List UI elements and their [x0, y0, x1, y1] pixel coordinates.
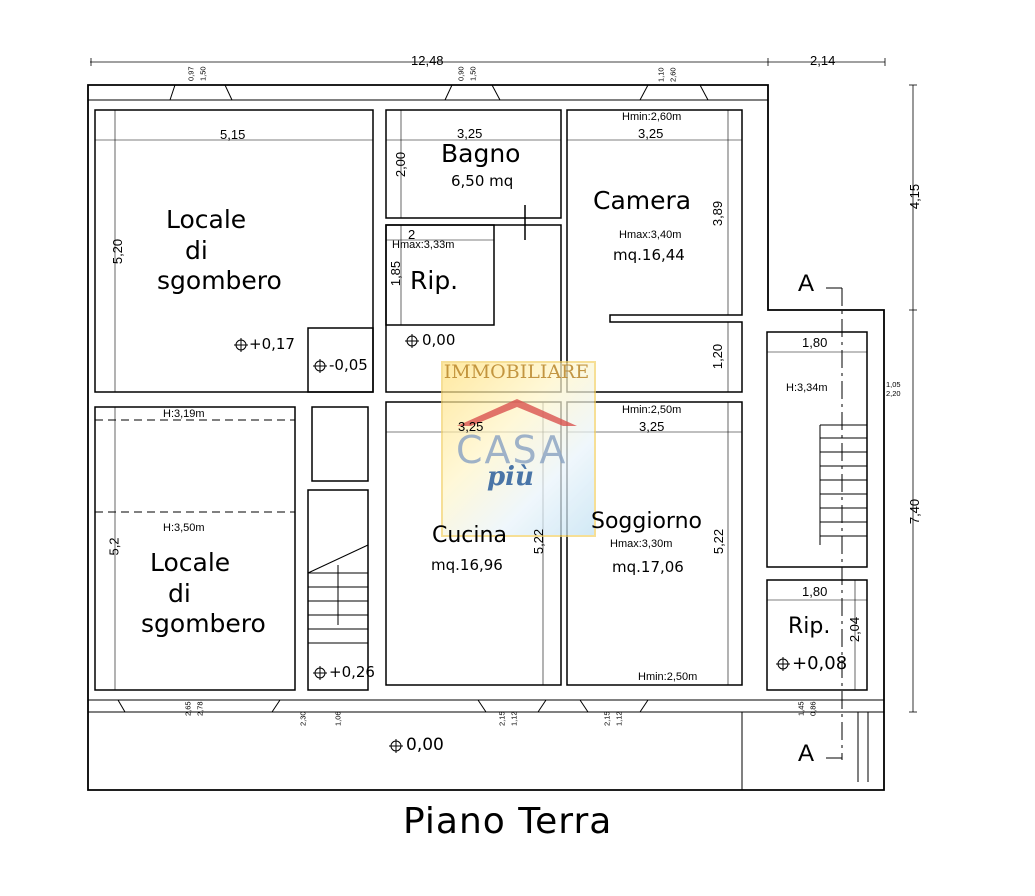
bagno-label: Bagno [441, 139, 521, 168]
section-marker-bottom: A [798, 740, 815, 767]
camera-hmin: Hmin:2,60m [622, 111, 682, 123]
watermark-immobiliare: IMMOBILIARE [443, 361, 590, 383]
window7-b: 2,15 [602, 711, 612, 727]
window2-a: 0,90 [456, 66, 466, 82]
window5-a: 1,06 [333, 711, 343, 727]
dim-right-top: 4,15 [907, 183, 923, 210]
camera-label: Camera [593, 186, 692, 215]
locale2-line2: di [168, 579, 191, 608]
section-marker-top: A [798, 270, 815, 297]
level-stair: +0,26 [329, 663, 375, 681]
locale1-line3: sgombero [157, 266, 282, 295]
rip1-hmax: Hmax:3,33m [392, 239, 455, 251]
window7-a: 1,12 [614, 711, 624, 727]
dim-cucina-width: 3,25 [458, 419, 484, 434]
window1-b: 1,50 [198, 66, 208, 82]
level-rip2: +0,08 [792, 653, 848, 674]
soggiorno-hmin-bottom: Hmin:2,50m [638, 671, 698, 683]
dim-soggiorno-width: 3,25 [639, 419, 665, 434]
dim-rip2-width: 1,80 [802, 584, 828, 599]
window1-a: 0,97 [186, 66, 196, 82]
dim-bagno-width: 3,25 [457, 126, 483, 141]
roof-icon [457, 399, 577, 426]
soggiorno-hmax: Hmax:3,30m [610, 538, 673, 550]
window5-b: 2,30 [298, 711, 308, 727]
dim-stair-width: 1,80 [802, 335, 828, 350]
dim-rip2-height: 2,04 [847, 616, 863, 643]
camera-hmax: Hmax:3,40m [619, 229, 682, 241]
soggiorno-hmin-top: Hmin:2,50m [622, 404, 682, 416]
cucina-area: mq.16,96 [431, 556, 503, 574]
window8-b: 1,45 [796, 701, 806, 717]
dim-rip1-height: 1,85 [388, 260, 404, 287]
level-closet: -0,05 [329, 356, 368, 374]
window6-b: 2,15 [497, 711, 507, 727]
level-corridor: 0,00 [422, 331, 456, 349]
dim-locale2-height: 5,2 [106, 537, 122, 556]
locale1-line2: di [185, 236, 208, 265]
soggiorno-label: Soggiorno [591, 509, 702, 534]
dim-bagno-height: 2,00 [393, 151, 409, 178]
dim-ext-width: 2,14 [810, 53, 836, 68]
dim-locale1-height: 5,20 [110, 238, 126, 265]
dim-total-width: 12,48 [411, 53, 444, 68]
dim-soggiorno-height: 5,22 [711, 528, 727, 555]
dim-cucina-height: 5,22 [531, 528, 547, 555]
watermark-piu: più [487, 462, 534, 492]
stair-height: H:3,34m [786, 382, 828, 394]
locale2-h1: H:3,19m [163, 408, 205, 420]
window4-a: 2,78 [195, 701, 205, 717]
dim-corridor-height: 1,20 [710, 343, 726, 370]
dim-locale1-width: 5,15 [220, 127, 246, 142]
page-title: Piano Terra [403, 801, 613, 842]
window4-b: 2,65 [183, 701, 193, 717]
window2-b: 1,50 [468, 66, 478, 82]
dim-rip1-width: 2 [408, 227, 416, 242]
window6-a: 1,12 [509, 711, 519, 727]
level-outside: 0,00 [406, 735, 444, 755]
bagno-area: 6,50 mq [451, 172, 514, 190]
window9-b: 2,20 [886, 389, 901, 398]
soggiorno-area: mq.17,06 [612, 558, 684, 576]
rip2-label: Rip. [788, 614, 831, 639]
window3-b: 2,60 [668, 67, 678, 83]
camera-area: mq.16,44 [613, 246, 685, 264]
dim-camera-height: 3,89 [710, 200, 726, 227]
locale2-line3: sgombero [141, 609, 266, 638]
dim-right-bottom: 7,40 [907, 498, 923, 525]
watermark-casa: CASA [456, 428, 568, 472]
cucina-label: Cucina [432, 523, 507, 548]
window9-a: 1,05 [886, 380, 901, 389]
locale1-line1: Locale [166, 205, 247, 234]
rip1-label: Rip. [410, 266, 459, 295]
window8-a: 0,86 [808, 701, 818, 717]
level-locale1: +0,17 [249, 335, 295, 353]
locale2-line1: Locale [150, 548, 231, 577]
dim-camera-width: 3,25 [638, 126, 664, 141]
locale2-h2: H:3,50m [163, 522, 205, 534]
window3-a: 1,10 [656, 67, 666, 83]
watermark-background [441, 361, 596, 537]
